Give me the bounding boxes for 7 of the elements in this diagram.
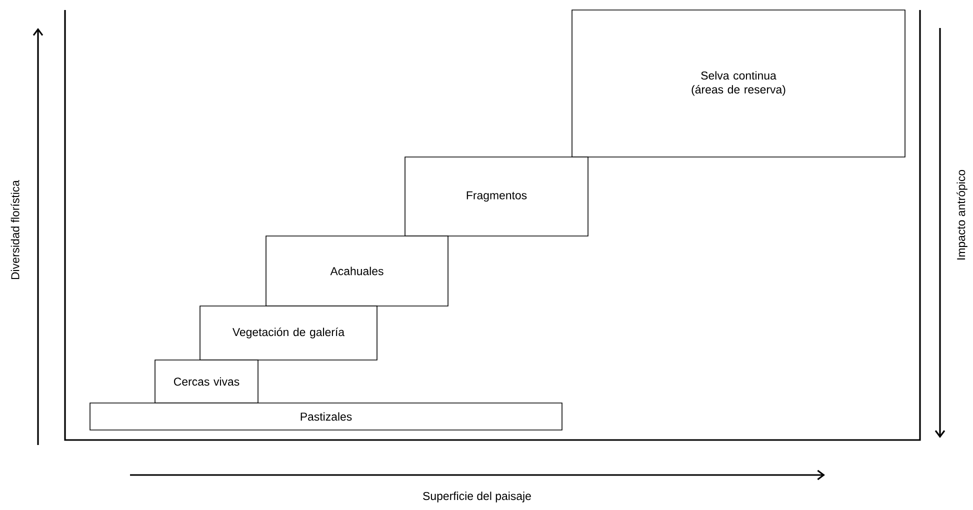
axis-label: Superficie del paisaje	[423, 492, 531, 502]
axis-label: Diversidad florística	[10, 180, 20, 280]
axis-label: Impacto antrópico	[956, 170, 968, 260]
stage-box: Fragmentos	[404, 156, 588, 236]
stage-box: Acahuales	[266, 236, 448, 306]
stage-box: Cercas vivas	[154, 360, 258, 404]
stage-box: Selva continua (áreas de reserva)	[572, 10, 906, 158]
